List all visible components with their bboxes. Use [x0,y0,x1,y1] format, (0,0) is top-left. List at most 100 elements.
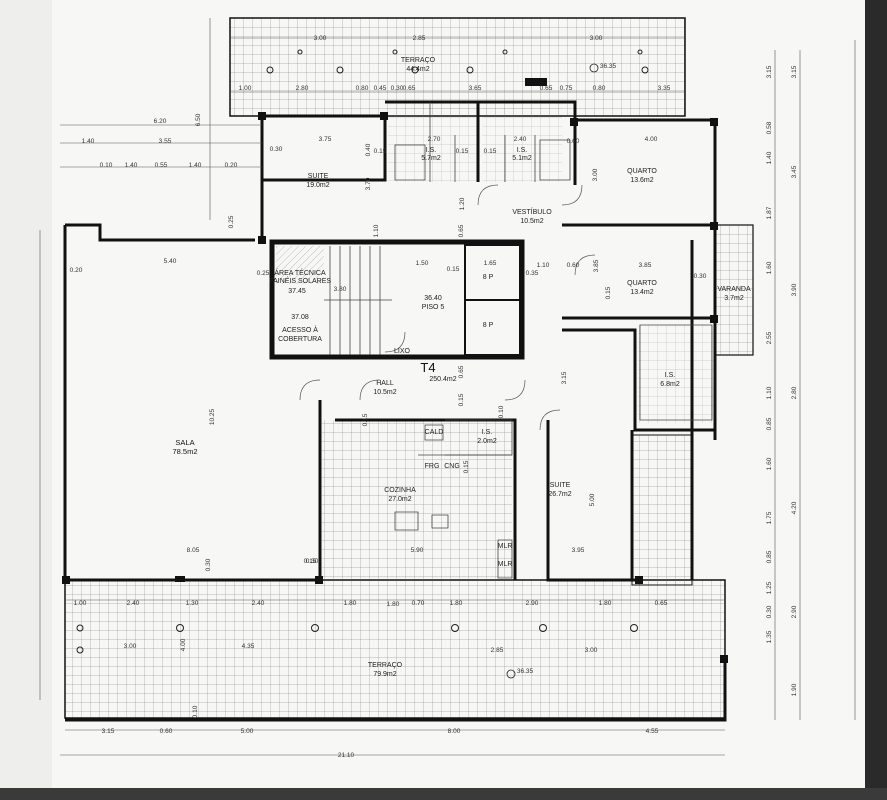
svg-text:36.35: 36.35 [517,668,534,675]
svg-text:I.S.: I.S. [517,147,528,154]
svg-text:COZINHA: COZINHA [384,487,416,494]
right-dims-3: 1.40 [766,151,773,164]
svg-text:QUARTO: QUARTO [627,280,657,287]
svg-text:5.1m2: 5.1m2 [512,155,532,162]
bottom-dims-4: 1.80 [344,600,357,607]
svg-text:8 P: 8 P [483,322,494,329]
right-dims-18: 2.90 [791,605,798,618]
room-label-suite-1: SUITE 19.0m2 [306,173,329,189]
bottom-dims-2: 1.30 [186,600,199,607]
inner-dims-7: 0.15 [484,148,497,155]
svg-text:37.45: 37.45 [288,288,306,295]
svg-text:ACESSO À: ACESSO À [282,325,318,334]
inner-dims-34: 0.15 [605,286,612,299]
inner-dims-12: 1.10 [537,262,550,269]
svg-text:CALD: CALD [425,429,444,436]
svg-text:26.7m2: 26.7m2 [548,491,571,498]
left-dims-1: 6.50 [195,113,202,126]
inner-dims-33: 0.30 [205,558,212,571]
partitions [394,102,713,579]
right-dims-19: 1.35 [766,630,773,643]
apartment-tag: T4 250.4m2 [420,360,456,383]
top-dims-12: 0.80 [593,85,606,92]
inner-dims-26: 5.00 [589,493,596,506]
left-dims-11: 5.40 [164,258,177,265]
svg-text:TERRAÇO: TERRAÇO [368,662,403,669]
right-dims-0: 3.15 [766,65,773,78]
floor-info: 36.40 PISO 5 [422,295,445,311]
bottom-dims-1: 2.40 [127,600,140,607]
inner-dims-10: 3.00 [592,168,599,181]
left-dims-9: 0.25 [228,215,235,228]
svg-text:COBERTURA: COBERTURA [278,336,322,343]
room-label-is-2: I.S. 5.1m2 [512,147,532,162]
bottom-dims-8: 1.80 [599,600,612,607]
inner-dims-28: 3.15 [561,371,568,384]
bath-tiles [388,102,714,423]
svg-text:CNG: CNG [444,463,460,470]
lixo-label: LIXO [394,348,411,355]
svg-text:36.40: 36.40 [424,295,442,302]
svg-text:10.5m2: 10.5m2 [373,389,396,396]
svg-text:SUITE: SUITE [550,482,571,489]
dimension-lines [39,18,856,756]
svg-text:I.S.: I.S. [426,147,437,154]
svg-text:37.08: 37.08 [291,314,309,321]
inner-dims-31: 1.80 [387,601,400,608]
left-dims-5: 1.40 [125,162,138,169]
svg-text:250.4m2: 250.4m2 [429,376,456,383]
room-label-is-4: I.S. 2.0m2 [477,429,497,445]
svg-text:TERRAÇO: TERRAÇO [401,57,436,64]
room-label-sala: SALA 78.5m2 [172,438,197,456]
bottom-dims-11: 4.00 [180,638,187,651]
svg-text:T4: T4 [420,360,435,375]
svg-text:19.0m2: 19.0m2 [306,182,329,189]
bottom-dims-16: 0.60 [160,728,173,735]
svg-text:3.7m2: 3.7m2 [724,295,744,302]
inner-dims-11: 1.20 [459,197,466,210]
bottom-dims-19: 4.55 [646,728,659,735]
inner-dims-37: 0.15 [362,413,369,426]
bottom-dims-10: 3.00 [124,643,137,650]
inner-dims-14: 0.60 [567,262,580,269]
top-dims-3: 1.00 [239,85,252,92]
right-dims-13: 1.75 [766,511,773,524]
svg-text:SUITE: SUITE [308,173,329,180]
inner-dims-35: 0.30 [306,558,319,565]
bottom-dims-14: 3.00 [585,647,598,654]
inner-dims-22: 10.25 [209,408,216,425]
bottom-dims-13: 2.85 [491,647,504,654]
room-label-terraco-top: TERRAÇO 44.4m2 [401,57,436,73]
right-dims-12: 1.60 [766,457,773,470]
inner-dims-16: 0.15 [447,266,460,273]
svg-text:13.4m2: 13.4m2 [630,289,653,296]
right-dims-4: 3.45 [791,165,798,178]
top-dims-6: 0.45 [374,85,387,92]
inner-dims-40: 0.10 [498,405,505,418]
svg-text:2.0m2: 2.0m2 [477,438,497,445]
room-label-acesso: 37.08 ACESSO À COBERTURA [278,314,322,343]
inner-dims-5: 0.15 [374,148,387,155]
right-dims-20: 1.90 [791,683,798,696]
right-dims-14: 4.20 [791,501,798,514]
level-mark-bottom: 36.35 [506,668,534,679]
inner-dims-2: 2.40 [514,136,527,143]
svg-text:I.S.: I.S. [665,372,676,379]
room-label-suite-2: SUITE 26.7m2 [548,482,571,498]
svg-text:78.5m2: 78.5m2 [172,447,197,456]
inner-dims-9: 3.70 [365,177,372,190]
top-dims-1: 2.85 [413,35,426,42]
bottom-dims-9: 0.65 [655,600,668,607]
left-dims-3: 3.55 [159,138,172,145]
svg-text:QUARTO: QUARTO [627,168,657,175]
svg-text:44.4m2: 44.4m2 [406,66,429,73]
room-label-hall: HALL 10.5m2 [373,380,396,396]
top-dims-13: 3.35 [658,85,671,92]
right-dims-9: 1.10 [766,386,773,399]
svg-text:I.S.: I.S. [482,429,493,436]
bottom-dims-21: 0.10 [192,705,199,718]
walls [63,100,727,722]
svg-text:VESTÍBULO: VESTÍBULO [512,207,552,216]
